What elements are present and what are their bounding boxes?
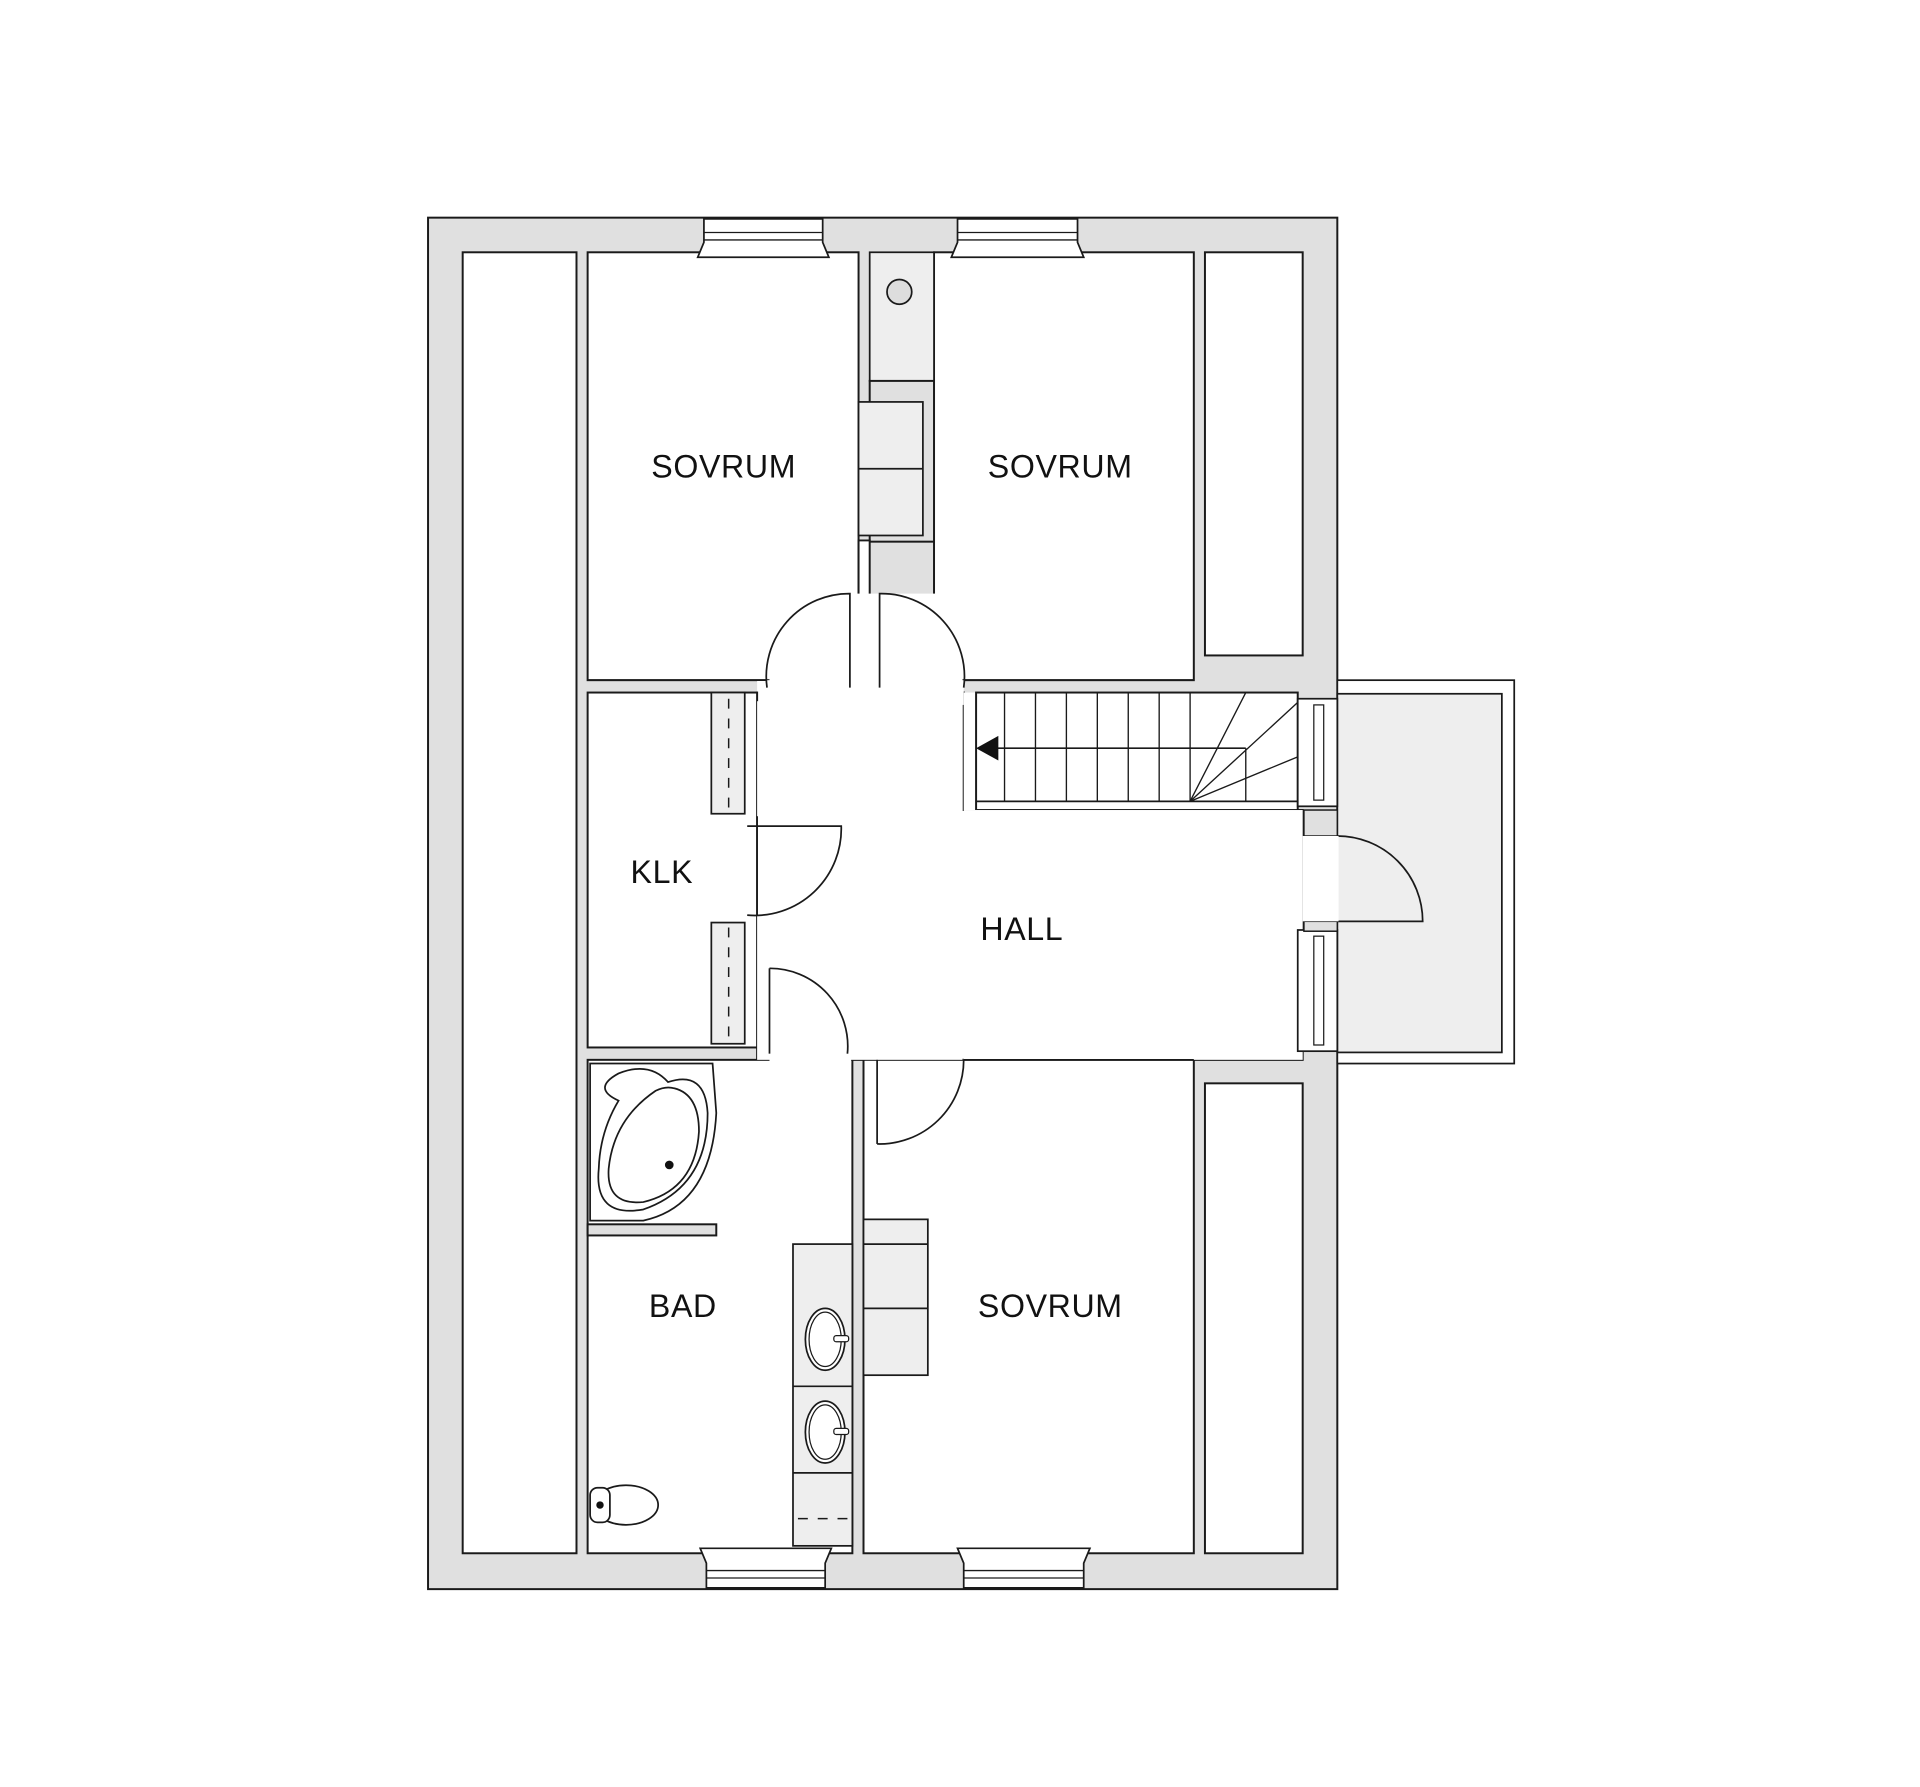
door-klk[interactable] <box>747 825 843 917</box>
room-label-klk: KLK <box>631 854 694 890</box>
toilet-icon <box>589 1484 660 1526</box>
room-sovrum-ne <box>933 251 1195 682</box>
door-sovrum-nw[interactable] <box>765 592 851 688</box>
room-klk <box>586 691 759 1049</box>
balcony-window-north <box>1296 697 1339 808</box>
corner-bathtub-icon <box>589 1062 718 1222</box>
storage-east-north <box>1203 251 1304 657</box>
window-north-2 <box>950 218 1086 259</box>
room-label-sovrum-ne: SOVRUM <box>988 448 1133 484</box>
stairs <box>975 691 1299 812</box>
stairs-direction-arrow-icon <box>976 735 999 761</box>
room-sovrum-s <box>862 1058 1195 1555</box>
room-bad <box>586 1058 854 1555</box>
balcony-window-south <box>1296 929 1339 1053</box>
balcony <box>1336 679 1516 1065</box>
window-north-1 <box>696 218 831 259</box>
chimney <box>868 251 935 382</box>
chimney-flue-icon <box>886 278 913 306</box>
door-sovrum-s[interactable] <box>876 1059 965 1145</box>
door-balcony[interactable] <box>1337 835 1424 923</box>
storage-west <box>461 251 578 1555</box>
wardrobe-nw <box>857 379 936 543</box>
room-label-sovrum-nw: SOVRUM <box>651 448 796 484</box>
window-south-2 <box>956 1547 1092 1589</box>
room-label-sovrum-s: SOVRUM <box>978 1288 1123 1324</box>
door-bad[interactable] <box>768 967 849 1054</box>
door-sovrum-ne[interactable] <box>878 592 966 688</box>
room-label-bad: BAD <box>649 1288 717 1324</box>
storage-east-south <box>1203 1082 1304 1555</box>
room-label-hall: HALL <box>980 911 1063 947</box>
window-south-1 <box>698 1547 833 1589</box>
